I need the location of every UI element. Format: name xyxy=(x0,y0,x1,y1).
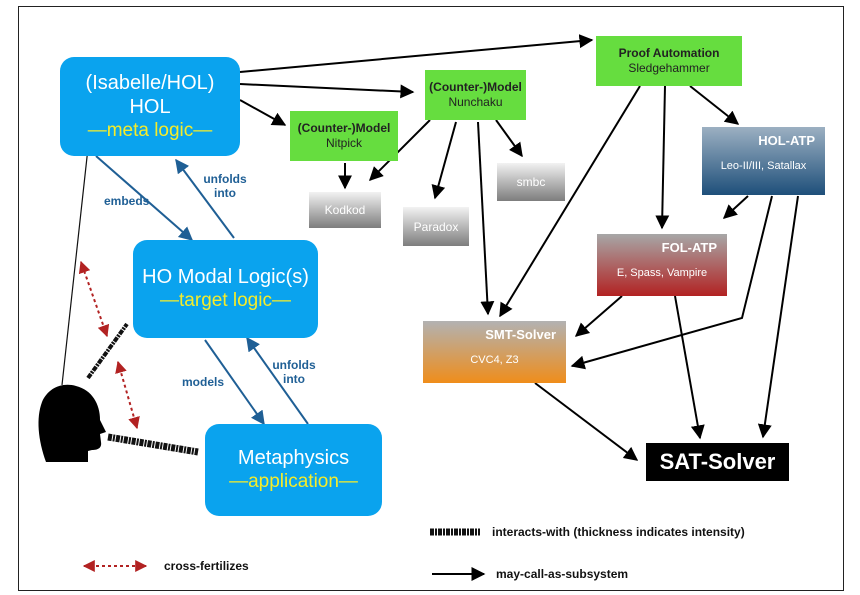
legend-call-text: may-call-as-subsystem xyxy=(496,567,629,581)
unfolds-into-label-2: unfolds into xyxy=(272,358,316,386)
arrow-hol-to-nunchaku xyxy=(239,83,415,99)
arrow-nunchaku-to-paradox xyxy=(431,121,457,200)
smbc-label: smbc xyxy=(516,175,546,189)
smbc-box: smbc xyxy=(497,163,565,201)
arrow-nunchaku-to-smt xyxy=(477,121,495,316)
arrow-proof-to-fol xyxy=(655,85,670,230)
kodkod-label: Kodkod xyxy=(324,203,366,217)
nitpick-title: (Counter-)Model xyxy=(297,121,391,135)
kodkod-box: Kodkod xyxy=(309,192,381,228)
nunchaku-title: (Counter-)Model xyxy=(429,80,522,94)
fol-atp-title: FOL-ATP xyxy=(661,240,717,255)
models-label: models xyxy=(182,375,225,389)
legend-cross-text: cross-fertilizes xyxy=(164,559,249,573)
homl-line1: HO Modal Logic(s) xyxy=(142,266,309,288)
paradox-box: Paradox xyxy=(403,207,469,246)
ho-modal-logic-box: HO Modal Logic(s) —target logic— xyxy=(133,240,318,338)
proof-automation-title: Proof Automation xyxy=(618,46,720,60)
interacts-human-hol xyxy=(61,147,89,386)
arrow-nunchaku-to-smbc xyxy=(495,119,523,158)
diagram-frame xyxy=(18,6,844,591)
arrow-nunchaku-to-kodkod xyxy=(369,119,431,181)
legend-interacts-text: interacts-with (thickness indicates inte… xyxy=(492,525,745,539)
proof-automation-box: Proof Automation Sledgehammer xyxy=(596,36,742,86)
smt-solver-box: SMT-Solver CVC4, Z3 xyxy=(423,321,566,383)
sat-solver-label: SAT-Solver xyxy=(659,449,776,474)
cross-fertilizes-homl-meta xyxy=(115,360,140,430)
arrow-hol-to-nitpick xyxy=(239,99,287,126)
unfolds-into-label-1: unfolds into xyxy=(203,172,247,200)
nitpick-sub: Nitpick xyxy=(325,136,362,150)
arrow-hol-to-proof-automation xyxy=(239,34,594,73)
arrow-fol-to-sat xyxy=(674,295,705,440)
hol-line3: —meta logic— xyxy=(87,119,213,141)
smt-solver-title: SMT-Solver xyxy=(485,327,556,342)
arrow-proof-to-hol-atp xyxy=(689,85,740,125)
hol-meta-logic-box: (Isabelle/HOL) HOL —meta logic— xyxy=(60,57,240,156)
arrow-unfolds-into-2 xyxy=(246,336,309,425)
fol-atp-sub: E, Spass, Vampire xyxy=(616,267,708,279)
hol-atp-box: HOL-ATP Leo-II/III, Satallax xyxy=(702,127,825,195)
interacts-human-homl xyxy=(86,322,129,380)
arrow-embeds xyxy=(95,155,194,241)
nitpick-box: (Counter-)Model Nitpick xyxy=(290,111,398,161)
nunchaku-sub: Nunchaku xyxy=(448,95,503,109)
embeds-label: embeds xyxy=(104,194,150,208)
arrow-hol-atp-to-sat xyxy=(757,195,799,439)
meta-line2: —application— xyxy=(229,471,358,492)
arrow-unfolds-into-1 xyxy=(175,158,235,239)
hol-line1: (Isabelle/HOL) xyxy=(85,71,215,94)
arrow-proof-to-smt xyxy=(499,85,641,318)
fol-atp-box: FOL-ATP E, Spass, Vampire xyxy=(597,234,727,296)
arrow-hol-atp-to-fol xyxy=(722,195,749,219)
metaphysics-box: Metaphysics —application— xyxy=(205,424,382,516)
human-head-icon xyxy=(38,384,106,462)
paradox-label: Paradox xyxy=(413,219,459,234)
homl-line2: —target logic— xyxy=(160,290,291,311)
interacts-human-meta xyxy=(107,433,199,456)
arrow-fol-to-smt xyxy=(574,295,623,337)
arrow-models xyxy=(204,339,265,426)
hol-atp-sub: Leo-II/III, Satallax xyxy=(720,160,807,172)
hol-line2: HOL xyxy=(129,95,171,118)
arrow-hol-atp-to-smt xyxy=(570,195,773,370)
meta-line1: Metaphysics xyxy=(237,447,350,469)
sat-solver-box: SAT-Solver xyxy=(646,443,789,481)
proof-automation-sub: Sledgehammer xyxy=(628,61,710,75)
smt-solver-sub: CVC4, Z3 xyxy=(470,354,519,366)
arrow-smt-to-sat xyxy=(534,382,639,461)
cross-fertilizes-hol-homl xyxy=(78,260,110,338)
hol-atp-title: HOL-ATP xyxy=(758,133,815,148)
nunchaku-box: (Counter-)Model Nunchaku xyxy=(425,70,526,120)
